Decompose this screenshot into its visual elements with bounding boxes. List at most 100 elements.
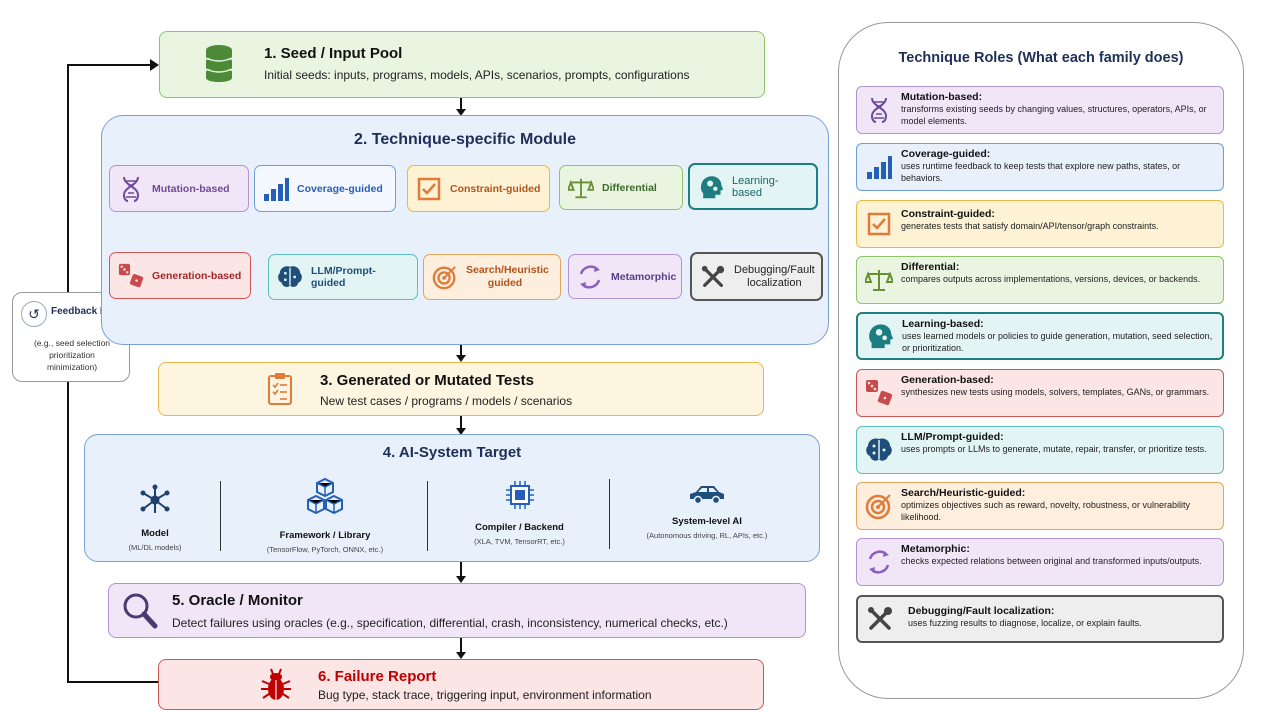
- feedback-loop-desc: (e.g., seed selection prioritization min…: [33, 338, 111, 372]
- role-name: Debugging/Fault localization:: [908, 605, 1055, 617]
- chip-differential: Differential: [559, 165, 683, 210]
- role-name: Differential:: [901, 261, 960, 273]
- role-search-heuristic: Search/Heuristic-guided: optimizes objec…: [856, 482, 1224, 530]
- role-desc: checks expected relations between origin…: [901, 556, 1202, 566]
- generated-title: 3. Generated or Mutated Tests: [320, 372, 534, 389]
- role-name: Mutation-based:: [901, 91, 983, 103]
- chip-label: Search/Heuristic guided: [466, 264, 549, 289]
- scale-icon: [568, 175, 594, 201]
- chip-learning-based: Learning-based: [688, 163, 818, 210]
- chip-label: Metamorphic: [611, 270, 677, 283]
- role-desc: uses learned models or policies to guide…: [902, 331, 1213, 353]
- role-desc: generates tests that satisfy domain/API/…: [901, 221, 1159, 231]
- technique-roles-panel: Technique Roles (What each family does): [838, 22, 1244, 699]
- chip-label: Coverage-guided: [297, 182, 383, 195]
- tools-icon: [866, 605, 894, 633]
- brain-gear-icon: [866, 322, 894, 350]
- chip-generation-based: Generation-based: [109, 252, 251, 299]
- target-item-desc: (TensorFlow, PyTorch, ONNX, etc.): [266, 545, 384, 554]
- checkbox-icon: [865, 210, 893, 238]
- bug-icon: [259, 667, 293, 708]
- cycle-icon: [577, 264, 603, 290]
- chip-mutation-based: Mutation-based: [109, 165, 249, 212]
- target-item-desc: (ML/DL models): [128, 543, 182, 552]
- bar-chart-icon: [865, 153, 893, 181]
- car-icon: [617, 483, 797, 510]
- role-debugging-fault-localization: Debugging/Fault localization: uses fuzzi…: [856, 595, 1224, 643]
- target-item-desc: (Autonomous driving, RL, APIs, etc.): [646, 531, 768, 540]
- role-llm-prompt-guided: LLM/Prompt-guided: uses prompts or LLMs …: [856, 426, 1224, 474]
- role-name: Learning-based:: [902, 318, 984, 330]
- role-generation-based: Generation-based: synthesizes new tests …: [856, 369, 1224, 417]
- cycle-arrow-icon: ↺: [21, 301, 47, 327]
- cycle-icon: [865, 548, 893, 576]
- role-desc: uses fuzzing results to diagnose, locali…: [908, 618, 1142, 628]
- oracle-desc: Detect failures using oracles (e.g., spe…: [172, 616, 728, 630]
- role-name: Constraint-guided:: [901, 208, 995, 220]
- roles-title: Technique Roles (What each family does): [898, 50, 1184, 66]
- chip-label: Generation-based: [152, 269, 242, 282]
- role-desc: compares outputs across implementations,…: [901, 274, 1201, 284]
- checklist-icon: [267, 372, 293, 411]
- feedback-arrowhead: [150, 59, 159, 71]
- failure-desc: Bug type, stack trace, triggering input,…: [318, 688, 652, 702]
- dna-icon: [865, 96, 893, 124]
- brain-circuit-icon: [865, 436, 893, 464]
- feedback-loop-title: Feedback Loop: [51, 306, 125, 317]
- network-icon: [95, 483, 215, 522]
- dice-icon: [118, 263, 144, 289]
- chip-llm-prompt-guided: LLM/Prompt-guided: [268, 254, 418, 300]
- role-coverage-guided: Coverage-guided: uses runtime feedback t…: [856, 143, 1224, 191]
- role-constraint-guided: Constraint-guided: generates tests that …: [856, 200, 1224, 248]
- target-item-name: Compiler / Backend: [475, 522, 564, 533]
- checkbox-icon: [416, 176, 442, 202]
- module-title: 2. Technique-specific Module: [354, 131, 576, 148]
- role-name: Metamorphic:: [901, 543, 970, 555]
- magnifier-icon: [122, 592, 158, 635]
- target-divider-1: [220, 481, 221, 551]
- target-item-name: System-level AI: [672, 516, 742, 527]
- chip-icon: [437, 479, 602, 516]
- role-mutation-based: Mutation-based: transforms existing seed…: [856, 86, 1224, 134]
- role-name: Search/Heuristic-guided:: [901, 487, 1026, 499]
- generated-tests-box: 3. Generated or Mutated Tests New test c…: [158, 362, 764, 416]
- chip-label: Debugging/Fault localization: [734, 263, 815, 289]
- chip-label: Mutation-based: [152, 182, 230, 195]
- feedback-loop-line-bottom: [67, 681, 159, 683]
- database-icon: [204, 44, 234, 89]
- target-system-level: System-level AI (Autonomous driving, RL,…: [617, 483, 797, 540]
- cubes-icon: [230, 477, 420, 524]
- arrow-3-4: [456, 416, 466, 435]
- role-name: Coverage-guided:: [901, 148, 991, 160]
- dice-icon: [865, 379, 893, 407]
- role-desc: uses prompts or LLMs to generate, mutate…: [901, 444, 1207, 454]
- chip-label: Learning-based: [732, 174, 779, 199]
- scale-icon: [865, 266, 893, 294]
- target-divider-2: [427, 481, 428, 551]
- arrow-2-3: [456, 345, 466, 362]
- tools-icon: [700, 264, 726, 290]
- oracle-monitor-box: 5. Oracle / Monitor Detect failures usin…: [108, 583, 806, 638]
- target-title: 4. AI-System Target: [382, 444, 522, 461]
- role-desc: synthesizes new tests using models, solv…: [901, 387, 1210, 397]
- seed-desc: Initial seeds: inputs, programs, models,…: [264, 68, 690, 82]
- chip-coverage-guided: Coverage-guided: [254, 165, 396, 212]
- target-icon: [432, 264, 458, 290]
- role-desc: optimizes objectives such as reward, nov…: [901, 500, 1190, 522]
- brain-circuit-icon: [277, 264, 303, 290]
- chip-search-heuristic: Search/Heuristic guided: [423, 254, 561, 300]
- dna-icon: [118, 176, 144, 202]
- role-name: Generation-based:: [901, 374, 994, 386]
- chip-label: Constraint-guided: [450, 182, 541, 195]
- generated-desc: New test cases / programs / models / sce…: [320, 394, 573, 408]
- target-compiler: Compiler / Backend (XLA, TVM, TensorRT, …: [437, 479, 602, 546]
- role-name: LLM/Prompt-guided:: [901, 431, 1004, 443]
- role-metamorphic: Metamorphic: checks expected relations b…: [856, 538, 1224, 586]
- oracle-title: 5. Oracle / Monitor: [172, 592, 303, 609]
- chip-metamorphic: Metamorphic: [568, 254, 682, 299]
- chip-label: LLM/Prompt-guided: [311, 265, 376, 289]
- bar-chart-icon: [263, 176, 289, 202]
- chip-constraint-guided: Constraint-guided: [407, 165, 550, 212]
- target-framework: Framework / Library (TensorFlow, PyTorch…: [230, 477, 420, 554]
- role-desc: transforms existing seeds by changing va…: [901, 104, 1207, 126]
